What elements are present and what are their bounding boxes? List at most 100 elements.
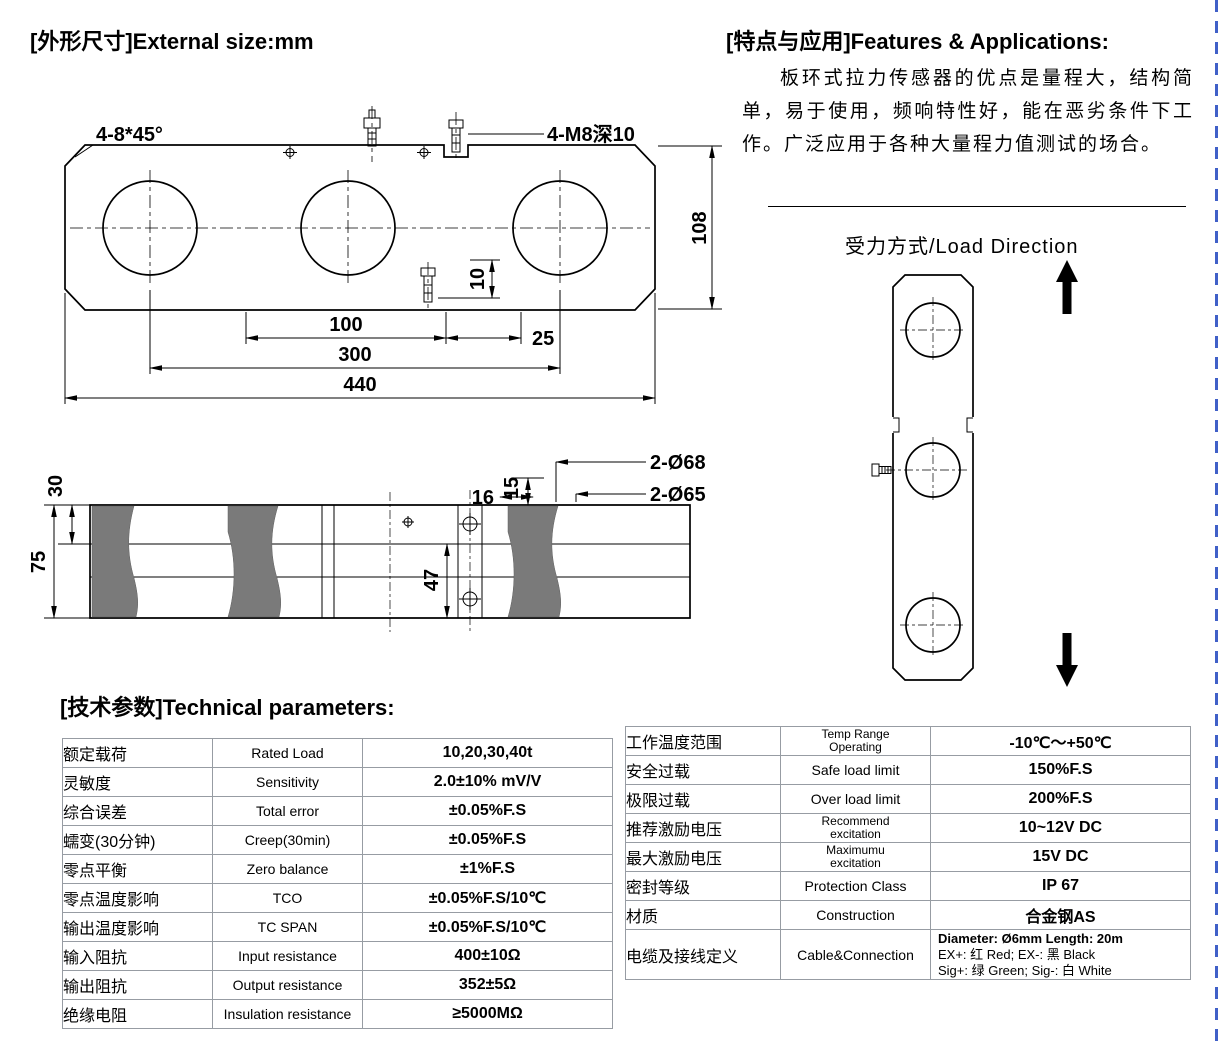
technical-parameters-table-right: 工作温度范围 Temp Range Operating -10℃～+50℃ 安全… [625, 726, 1191, 980]
chamfer-label: 4-8*45° [96, 124, 163, 146]
param-en-line2: excitation [830, 827, 881, 841]
param-name-en: Protection Class [780, 871, 931, 901]
dim-75: 75 [28, 551, 50, 573]
table-row: 工作温度范围 Temp Range Operating -10℃～+50℃ [625, 726, 1191, 756]
cable-spec-line: Diameter: Ø6mm Length: 20m [938, 931, 1123, 946]
param-name-en: Safe load limit [780, 755, 931, 785]
param-name-cn: 灵敏度 [62, 767, 213, 797]
table-row: 电缆及接线定义 Cable&Connection Diameter: Ø6mm … [625, 929, 1191, 980]
dim-100: 100 [329, 314, 362, 336]
technical-parameters-title: [技术参数]Technical parameters: [60, 695, 395, 720]
inner-screw-symbol [420, 267, 436, 303]
table-row: 输出温度影响 TC SPAN ±0.05%F.S/10℃ [62, 912, 613, 942]
load-direction-drawing [871, 260, 1078, 687]
table-row: 零点平衡 Zero balance ±1%F.S [62, 854, 613, 884]
table-row: 综合误差 Total error ±0.05%F.S [62, 796, 613, 826]
param-name-cn: 输出温度影响 [62, 912, 213, 942]
param-name-cn: 蠕变(30分钟) [62, 825, 213, 855]
param-name-cn: 密封等级 [625, 871, 781, 901]
dim-30: 30 [45, 475, 67, 497]
param-name-cn: 零点温度影响 [62, 883, 213, 913]
param-en-line2: excitation [830, 856, 881, 870]
section-right [507, 505, 561, 618]
param-value: 10~12V DC [930, 813, 1191, 843]
arrow-down-icon [1056, 633, 1078, 687]
param-value: 10,20,30,40t [362, 738, 613, 768]
cable-wires-line: EX+: 红 Red; EX-: 黑 Black [938, 947, 1096, 962]
table-row: 输出阻抗 Output resistance 352±5Ω [62, 970, 613, 1000]
dim-16: 16 [472, 487, 494, 509]
param-name-cn: 工作温度范围 [625, 726, 781, 756]
param-en-line2: Operating [829, 740, 882, 754]
table-row: 材质 Construction 合金钢AS [625, 900, 1191, 930]
param-name-en: Insulation resistance [212, 999, 363, 1029]
table-row: 灵敏度 Sensitivity 2.0±10% mV/V [62, 767, 613, 797]
table-row: 蠕变(30分钟) Creep(30min) ±0.05%F.S [62, 825, 613, 855]
param-name-en: Zero balance [212, 854, 363, 884]
param-value: ±0.05%F.S [362, 796, 613, 826]
param-name-cn: 最大激励电压 [625, 842, 781, 872]
param-value: ±0.05%F.S [362, 825, 613, 855]
small-hole-mark [402, 516, 414, 528]
param-value: 200%F.S [930, 784, 1191, 814]
param-value: 15V DC [930, 842, 1191, 872]
bolt-symbol-left [363, 109, 381, 147]
table-row: 推荐激励电压 Recommend excitation 10~12V DC [625, 813, 1191, 843]
bolt-symbol-right [448, 119, 464, 153]
param-en-line1: Temp Range [821, 727, 890, 741]
dim-2x68: 2-Ø68 [650, 452, 706, 474]
param-name-en: TCO [212, 883, 363, 913]
cable-gland-symbol [871, 463, 892, 477]
dim-47: 47 [421, 569, 443, 591]
param-name-cn: 输入阻抗 [62, 941, 213, 971]
param-value: 150%F.S [930, 755, 1191, 785]
param-name-en: Sensitivity [212, 767, 363, 797]
param-value: IP 67 [930, 871, 1191, 901]
param-value: ±0.05%F.S/10℃ [362, 883, 613, 913]
arrow-up-icon [1056, 260, 1078, 314]
plate-outline [64, 144, 656, 311]
table-row: 零点温度影响 TCO ±0.05%F.S/10℃ [62, 883, 613, 913]
dim-2x65: 2-Ø65 [650, 484, 706, 506]
table-row: 输入阻抗 Input resistance 400±10Ω [62, 941, 613, 971]
param-name-en: Over load limit [780, 784, 931, 814]
side-outline [89, 504, 691, 619]
param-name-en: TC SPAN [212, 912, 363, 942]
section-left [91, 505, 138, 618]
param-name-cn: 电缆及接线定义 [625, 929, 781, 980]
page-edge-dashed-line [1215, 0, 1218, 1047]
param-name-en: Output resistance [212, 970, 363, 1000]
param-name-en: Construction [780, 900, 931, 930]
param-value: 352±5Ω [362, 970, 613, 1000]
param-value: ≥5000MΩ [362, 999, 613, 1029]
param-value: 2.0±10% mV/V [362, 767, 613, 797]
section-middle [227, 505, 281, 618]
param-value: ±0.05%F.S/10℃ [362, 912, 613, 942]
param-name-en: Rated Load [212, 738, 363, 768]
param-value: ±1%F.S [362, 854, 613, 884]
param-name-en: Input resistance [212, 941, 363, 971]
dim-10: 10 [467, 268, 489, 290]
param-name-cn: 综合误差 [62, 796, 213, 826]
hole-right [512, 180, 608, 276]
param-name-en: Total error [212, 796, 363, 826]
param-name-en: Maximumu excitation [780, 842, 931, 872]
features-title: [特点与应用]Features & Applications: [726, 29, 1109, 54]
table-row: 额定载荷 Rated Load 10,20,30,40t [62, 738, 613, 768]
param-value: -10℃～+50℃ [930, 726, 1191, 756]
param-value: Diameter: Ø6mm Length: 20m EX+: 红 Red; E… [930, 929, 1191, 980]
features-description: 板环式拉力传感器的优点是量程大，结构简单，易于使用，频响特性好，能在恶劣条件下工… [742, 68, 1194, 155]
dim-440: 440 [343, 374, 376, 396]
param-en-line1: Maximumu [826, 843, 885, 857]
param-name-cn: 材质 [625, 900, 781, 930]
features-divider [768, 206, 1186, 207]
param-name-en: Creep(30min) [212, 825, 363, 855]
external-size-title: [外形尺寸]External size:mm [30, 29, 314, 54]
param-en-line1: Recommend [821, 814, 890, 828]
dim-25: 25 [532, 328, 554, 350]
dim-15: 15 [501, 477, 523, 499]
param-name-cn: 额定载荷 [62, 738, 213, 768]
hole-left [102, 180, 198, 276]
dim-108: 108 [689, 211, 711, 244]
